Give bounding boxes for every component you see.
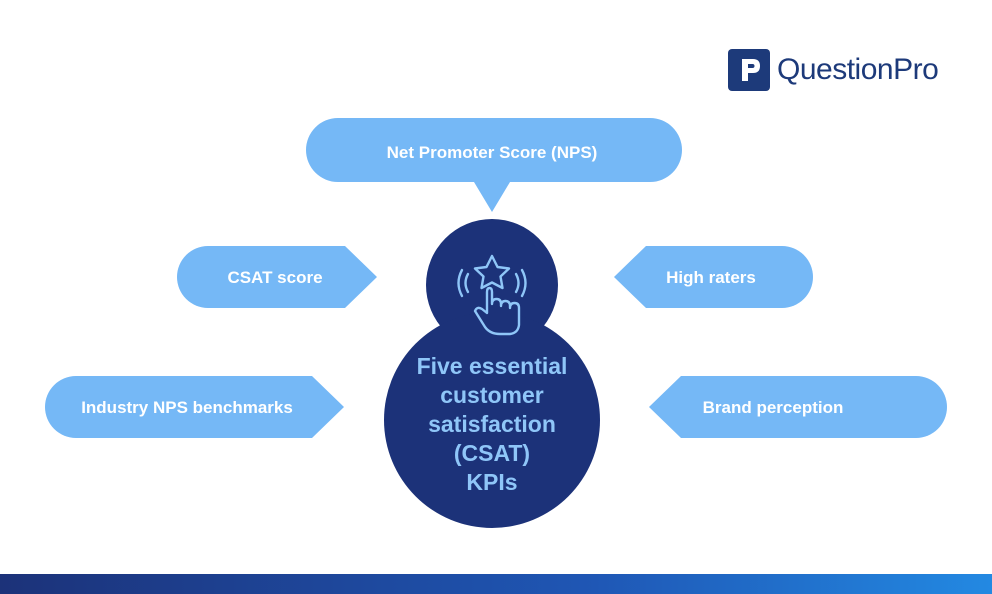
center-hub [384, 219, 600, 528]
center-title-line-1: Five essential [417, 353, 568, 379]
center-title-line-5: KPIs [466, 469, 517, 495]
node-left-upper-label: CSAT score [227, 268, 322, 287]
star-tap-icon [457, 254, 527, 336]
bottom-gradient-bar [0, 574, 992, 594]
node-right-upper: High raters [614, 246, 813, 308]
node-right-lower-label: Brand perception [703, 398, 844, 417]
node-left-lower-label: Industry NPS benchmarks [81, 398, 293, 417]
questionpro-p-icon [728, 49, 770, 91]
center-title-line-4: (CSAT) [454, 440, 530, 466]
node-left-lower: Industry NPS benchmarks [45, 376, 344, 438]
center-title: Five essential customer satisfaction (CS… [417, 353, 568, 495]
node-right-lower: Brand perception [649, 376, 947, 438]
brand-logo[interactable]: QuestionPro [728, 49, 939, 91]
center-title-line-2: customer [440, 382, 544, 408]
node-top: Net Promoter Score (NPS) [306, 118, 682, 212]
brand-name: QuestionPro [777, 53, 939, 86]
node-right-upper-label: High raters [666, 268, 756, 287]
center-title-line-3: satisfaction [428, 411, 556, 437]
node-top-label: Net Promoter Score (NPS) [387, 143, 598, 162]
node-left-upper: CSAT score [177, 246, 377, 308]
